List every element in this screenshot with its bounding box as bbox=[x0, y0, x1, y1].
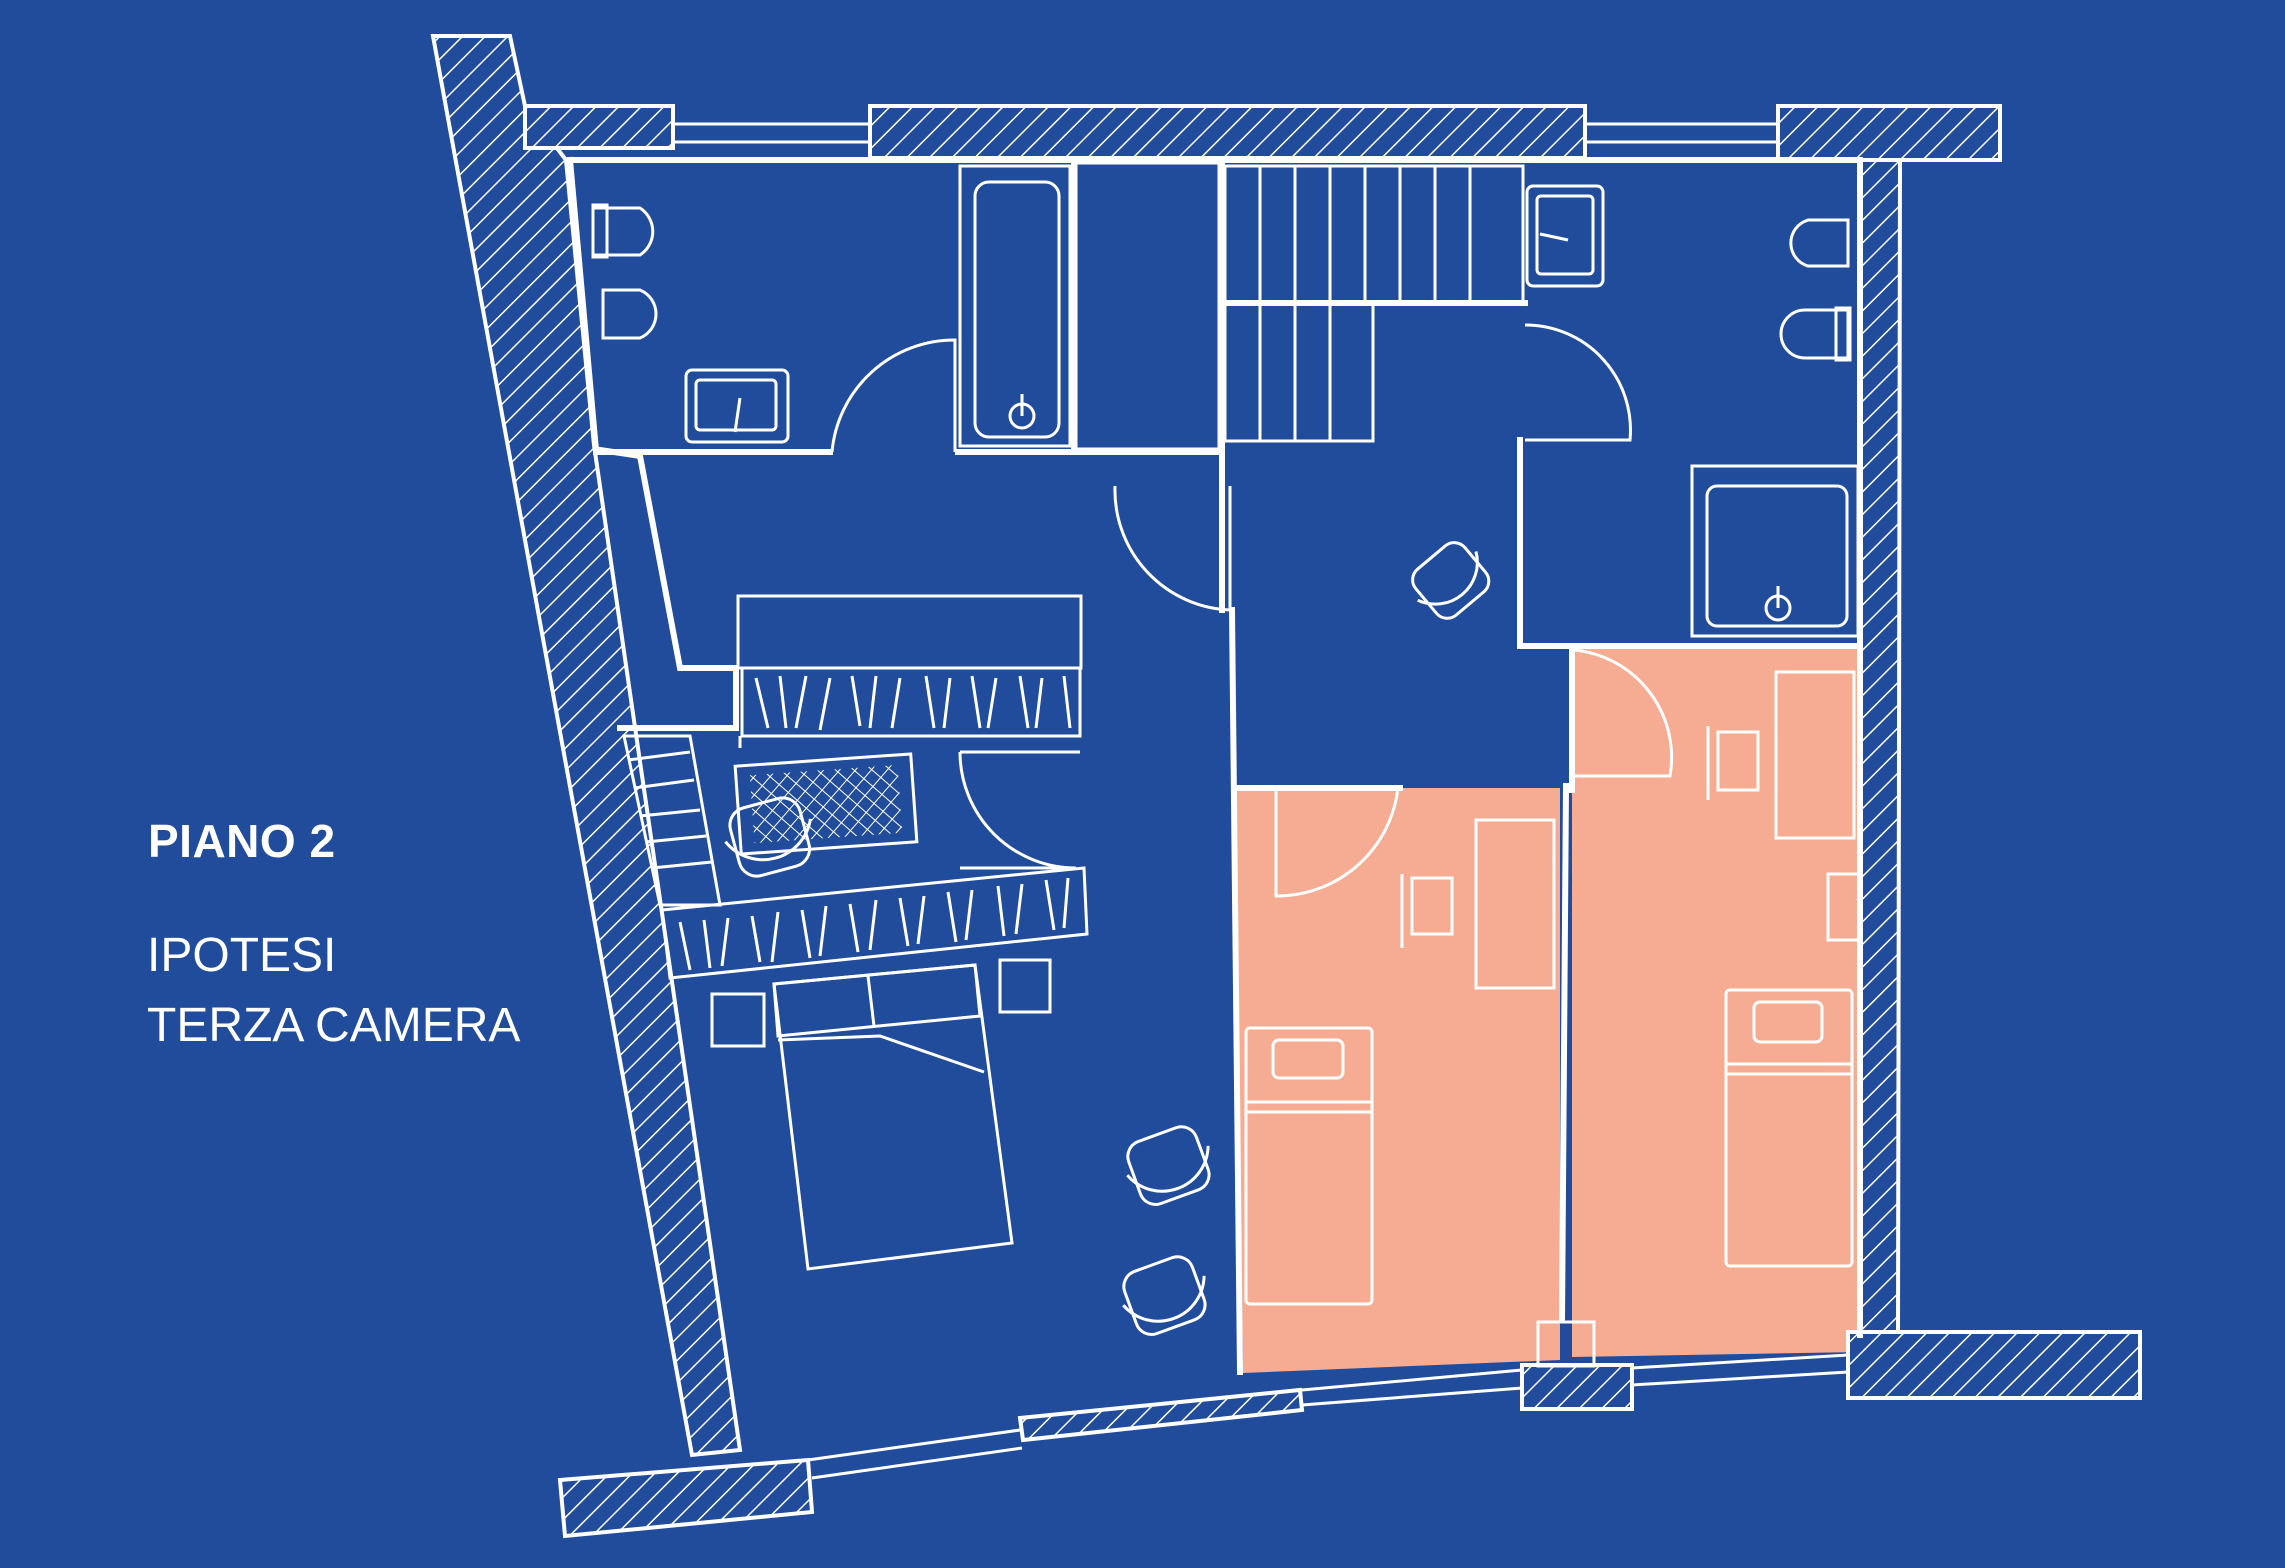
window-bottom-left-2 bbox=[811, 1446, 1023, 1480]
master-bedroom-furniture bbox=[622, 594, 1211, 1336]
wall-corridor-left bbox=[1228, 606, 1244, 1376]
wall-right-bottom bbox=[1846, 1330, 2142, 1400]
desk-chair-left-icon bbox=[1410, 876, 1454, 936]
single-bed-left-pillow bbox=[1271, 1038, 1345, 1080]
door-bedroom-right bbox=[1573, 648, 1674, 778]
nightstand-right bbox=[998, 958, 1052, 1014]
faucet-right-icon bbox=[1539, 232, 1569, 242]
window-bottom-far bbox=[1631, 1353, 1849, 1370]
shelf-top bbox=[736, 594, 1083, 670]
storage-room bbox=[1074, 161, 1221, 451]
wardrobe-hangers-bottom bbox=[678, 877, 1070, 971]
double-bed-icon bbox=[772, 963, 1014, 1271]
corridor-furniture bbox=[1411, 541, 1491, 620]
toilet-right-tank-icon bbox=[1834, 306, 1852, 362]
wall-right bbox=[1858, 158, 2000, 1356]
wardrobe-hangers-top bbox=[754, 675, 1072, 731]
bathroom-right-fixtures bbox=[1525, 184, 1860, 638]
bedroom-left-furniture bbox=[1244, 787, 1556, 1306]
wall-top-center bbox=[868, 104, 1587, 160]
wardrobe-hangers-left bbox=[627, 750, 713, 870]
toilet-tank-icon bbox=[591, 203, 609, 259]
toilet-right-icon bbox=[1779, 308, 1850, 360]
toilet-icon bbox=[601, 288, 658, 340]
desk-right-icon bbox=[1774, 670, 1856, 840]
bed-sheet-fold bbox=[777, 1034, 985, 1074]
single-bed-right-pillow bbox=[1752, 1000, 1824, 1044]
windows bbox=[673, 122, 1849, 1480]
wall-bottom-left bbox=[557, 1457, 815, 1539]
stairs-upper bbox=[1223, 164, 1525, 305]
wall-bedroom-split bbox=[1558, 782, 1570, 1324]
stair-steps-upper bbox=[1258, 166, 1472, 303]
wall-bottom-pillar bbox=[1520, 1363, 1634, 1411]
armchair-closet-icon bbox=[724, 796, 812, 878]
pillar-right bbox=[1826, 872, 1862, 942]
shower-inner-icon bbox=[1705, 484, 1849, 628]
stairs-lower bbox=[1223, 301, 1375, 443]
single-bed-left-icon bbox=[1244, 1026, 1374, 1306]
window-bottom-right bbox=[1301, 1368, 1523, 1392]
bathtub-icon bbox=[958, 164, 1072, 448]
stair-steps-lower bbox=[1258, 303, 1332, 441]
exterior-walls bbox=[430, 34, 2142, 1539]
wall-inner-left bbox=[566, 156, 600, 454]
shower-icon bbox=[1690, 464, 1860, 638]
hypothesis-label: IPOTESI bbox=[147, 929, 337, 982]
pillar-bottom bbox=[1536, 1320, 1596, 1368]
wall-top-left bbox=[523, 104, 675, 150]
sink-right-basin-icon bbox=[1535, 194, 1595, 276]
rug-pattern bbox=[749, 764, 903, 844]
wall-bottom-center bbox=[1017, 1387, 1305, 1443]
armchair-corridor-icon bbox=[1411, 541, 1491, 620]
bidet-icon bbox=[591, 206, 655, 257]
third-bedroom-label: TERZA CAMERA bbox=[147, 999, 521, 1052]
window-bottom-right-2 bbox=[1301, 1386, 1523, 1407]
bedroom-left-fill bbox=[1236, 788, 1560, 1373]
door-corridor bbox=[1113, 485, 1232, 612]
staircase bbox=[1113, 164, 1632, 612]
faucet-left-icon bbox=[733, 397, 742, 433]
armchair-bedroom-1-icon bbox=[1126, 1125, 1211, 1206]
highlighted-rooms bbox=[1236, 648, 1860, 1373]
wall-left-hatch bbox=[430, 34, 743, 1458]
pillow-divider bbox=[866, 975, 876, 1027]
bedroom-right-furniture bbox=[1536, 648, 1862, 1368]
bedroom-right-fill bbox=[1572, 648, 1860, 1357]
storage-box bbox=[1074, 161, 1221, 451]
door-closet bbox=[958, 751, 1077, 870]
door-bath-left bbox=[830, 338, 957, 453]
door-bedroom-left bbox=[1274, 787, 1400, 898]
window-bottom-left bbox=[807, 1428, 1021, 1462]
wardrobe-top bbox=[740, 666, 1082, 738]
bed-pillows bbox=[772, 963, 982, 1038]
bathtub-inner-icon bbox=[973, 180, 1061, 439]
armchair-bedroom-2-icon bbox=[1122, 1255, 1207, 1336]
wall-closet bbox=[596, 446, 739, 731]
wardrobe-bottom bbox=[660, 866, 1089, 980]
sink-left-icon bbox=[684, 368, 790, 444]
nightstand-left bbox=[710, 992, 766, 1048]
bathroom-left-fixtures bbox=[591, 164, 1072, 453]
sink-right-icon bbox=[1525, 184, 1605, 288]
wall-top-right bbox=[1776, 104, 2002, 162]
desk-left-icon bbox=[1474, 818, 1556, 990]
floor-level-title: PIANO 2 bbox=[148, 815, 336, 867]
desk-chair-right-icon bbox=[1716, 730, 1760, 792]
door-stair-landing bbox=[1524, 323, 1632, 442]
bidet-right-icon bbox=[1789, 218, 1850, 268]
window-bottom-far-2 bbox=[1631, 1370, 1849, 1387]
single-bed-right-icon bbox=[1724, 988, 1854, 1268]
